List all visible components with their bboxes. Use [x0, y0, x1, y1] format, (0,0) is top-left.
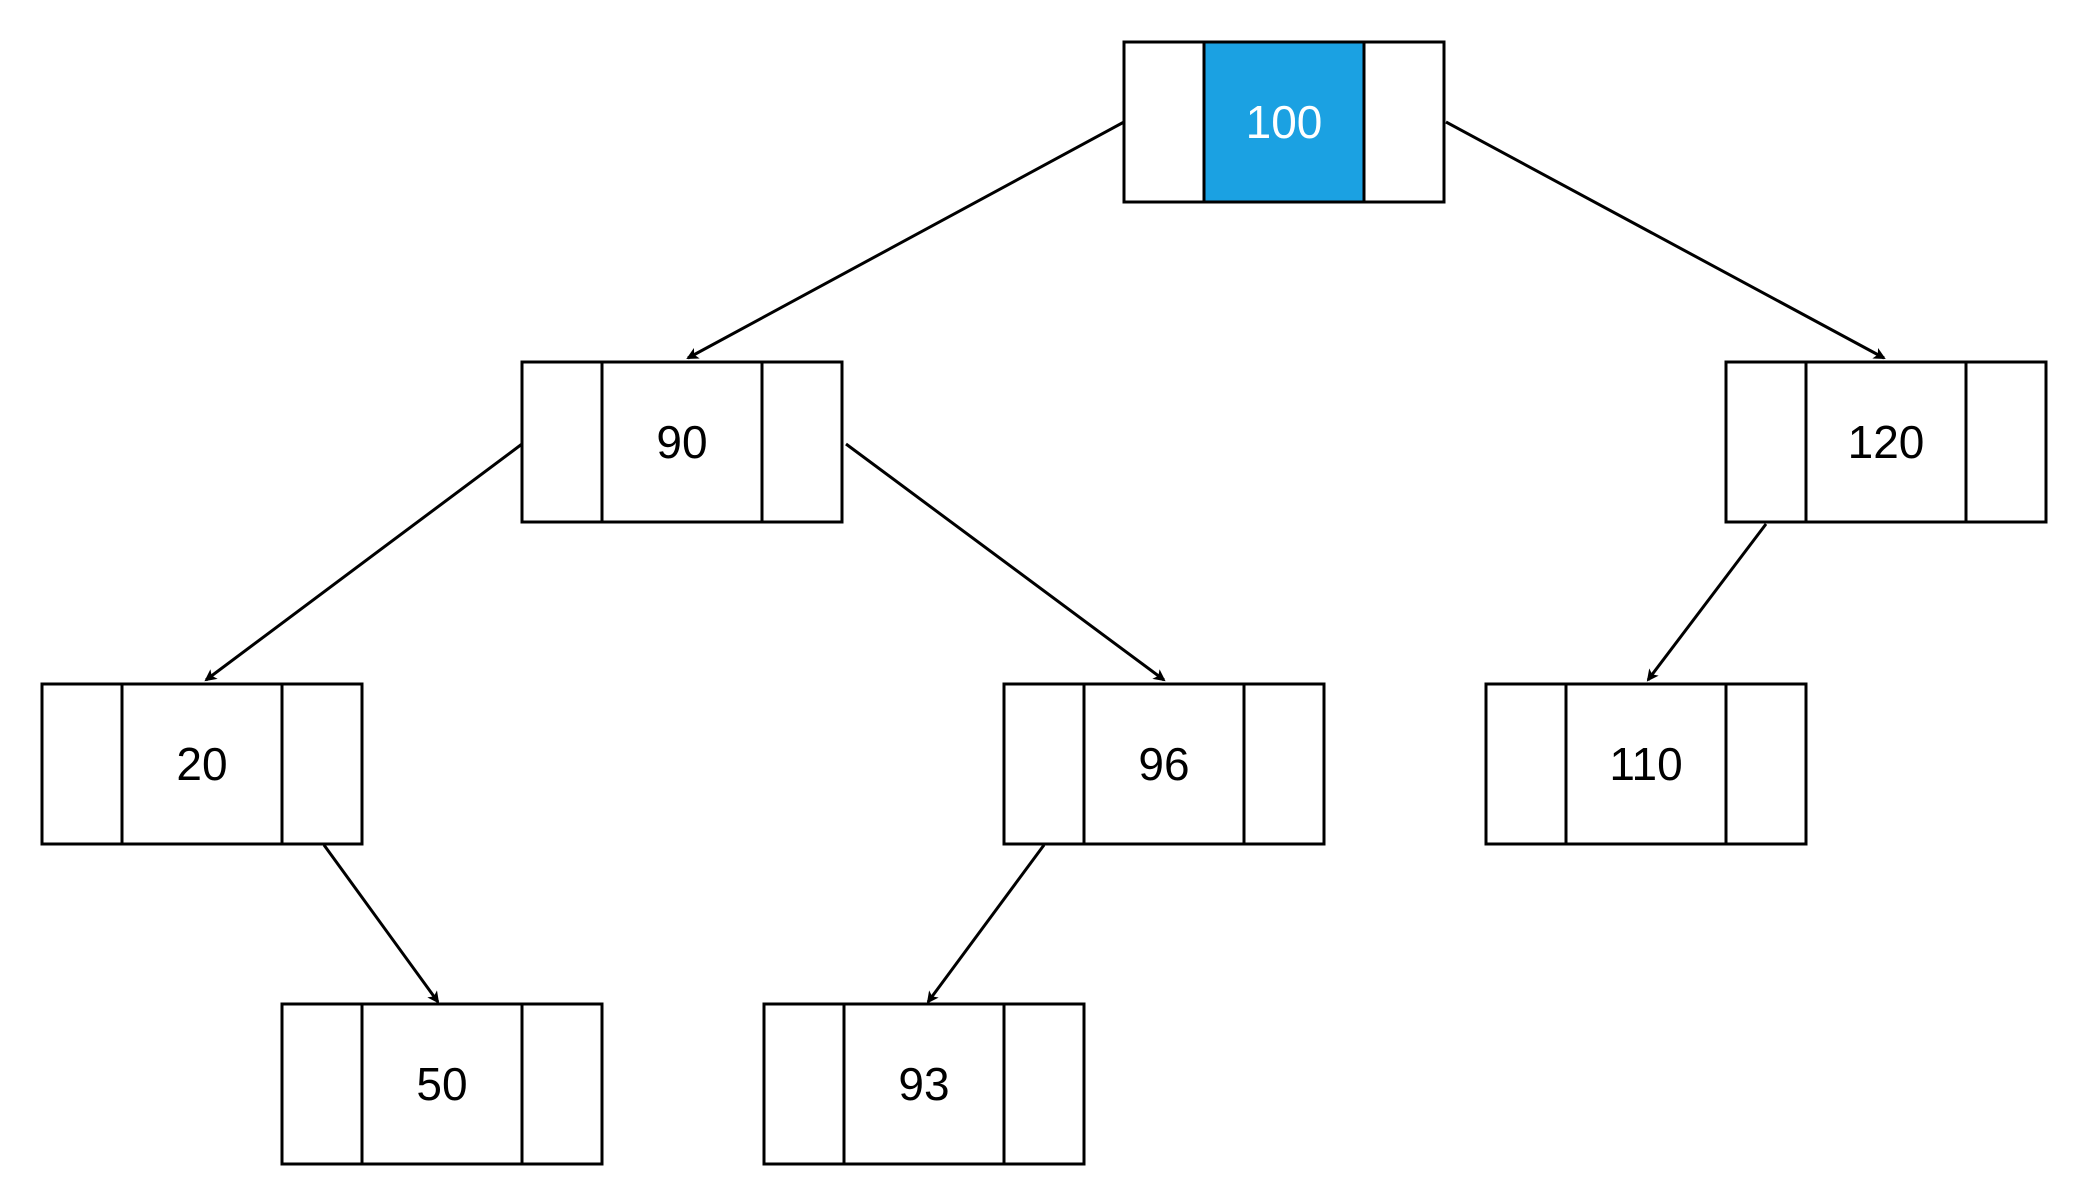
edge-120-to-110: [1646, 523, 1768, 682]
value-cell: [1804, 360, 1968, 524]
right-pointer-cell: [520, 1002, 604, 1166]
edges-layer: [204, 120, 1886, 1004]
value-cell: [1082, 682, 1246, 846]
edge-100-to-90: [686, 120, 1125, 360]
edge-90-to-20: [204, 442, 523, 682]
node-value: 100: [1246, 96, 1323, 148]
right-pointer-cell: [1724, 682, 1808, 846]
node-value: 90: [656, 416, 707, 468]
right-pointer-cell: [1002, 1002, 1086, 1166]
node-value: 120: [1848, 416, 1925, 468]
left-pointer-cell: [1484, 682, 1568, 846]
edge-100-to-120: [1445, 120, 1886, 360]
left-pointer-cell: [280, 1002, 364, 1166]
right-pointer-cell: [1964, 360, 2048, 524]
edge-90-to-96: [845, 442, 1166, 682]
value-cell: [360, 1002, 524, 1166]
nodes-layer: 100 90 120 20 96: [40, 40, 2048, 1166]
left-pointer-cell: [1002, 682, 1086, 846]
left-pointer-cell: [762, 1002, 846, 1166]
left-pointer-cell: [1724, 360, 1808, 524]
left-pointer-cell: [1122, 40, 1206, 204]
node-value: 110: [1609, 738, 1682, 790]
edge-20-to-50: [322, 844, 440, 1004]
right-pointer-cell: [280, 682, 364, 846]
value-cell: [1202, 40, 1366, 204]
tree-node-110: 110: [1484, 682, 1808, 846]
value-cell: [1564, 682, 1728, 846]
node-value: 20: [176, 738, 227, 790]
tree-node-93: 93: [762, 1002, 1086, 1166]
tree-node-50: 50: [280, 1002, 604, 1166]
right-pointer-cell: [760, 360, 844, 524]
right-pointer-cell: [1242, 682, 1326, 846]
edge-96-to-93: [926, 844, 1046, 1004]
right-pointer-cell: [1362, 40, 1446, 204]
value-cell: [842, 1002, 1006, 1166]
left-pointer-cell: [520, 360, 604, 524]
tree-node-100: 100: [1122, 40, 1446, 204]
node-value: 50: [416, 1058, 467, 1110]
left-pointer-cell: [40, 682, 124, 846]
value-cell: [600, 360, 764, 524]
tree-node-20: 20: [40, 682, 364, 846]
tree-node-120: 120: [1724, 360, 2048, 524]
tree-node-96: 96: [1002, 682, 1326, 846]
node-value: 93: [898, 1058, 949, 1110]
tree-node-90: 90: [520, 360, 844, 524]
node-value: 96: [1138, 738, 1189, 790]
